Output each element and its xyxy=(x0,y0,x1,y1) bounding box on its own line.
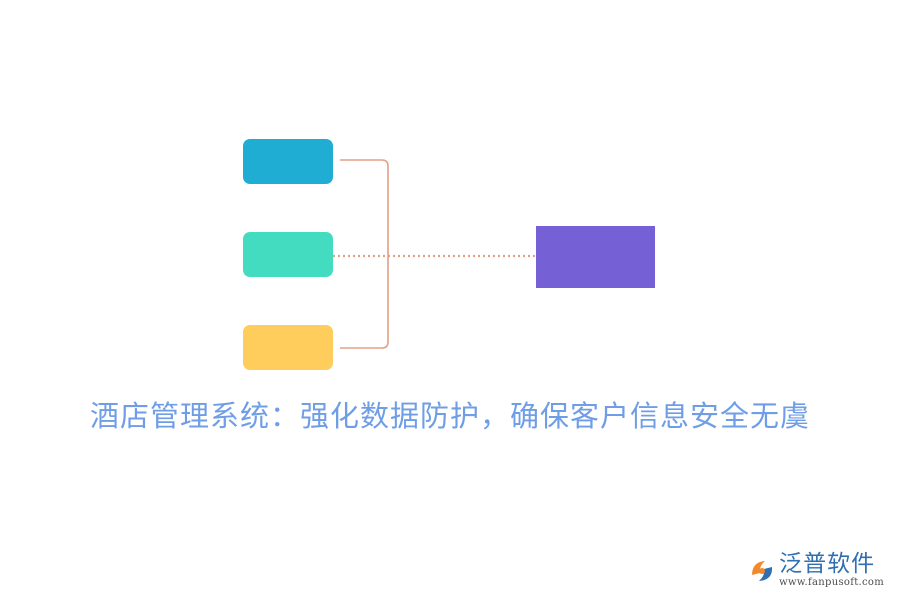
fanpu-logo-icon xyxy=(752,560,773,581)
diagram-node-output xyxy=(536,226,655,288)
brand-name: 泛普软件 xyxy=(779,551,876,577)
brand-watermark: 泛普软件 www.fanpusoft.com xyxy=(748,552,884,589)
diagram-node-input-1 xyxy=(243,139,333,184)
diagram-node-input-3 xyxy=(243,325,333,370)
bracket-connector xyxy=(340,159,389,349)
brand-url: www.fanpusoft.com xyxy=(779,577,884,588)
diagram-node-input-2 xyxy=(243,232,333,277)
diagram-caption: 酒店管理系统：强化数据防护，确保客户信息安全无虞 xyxy=(89,399,810,433)
